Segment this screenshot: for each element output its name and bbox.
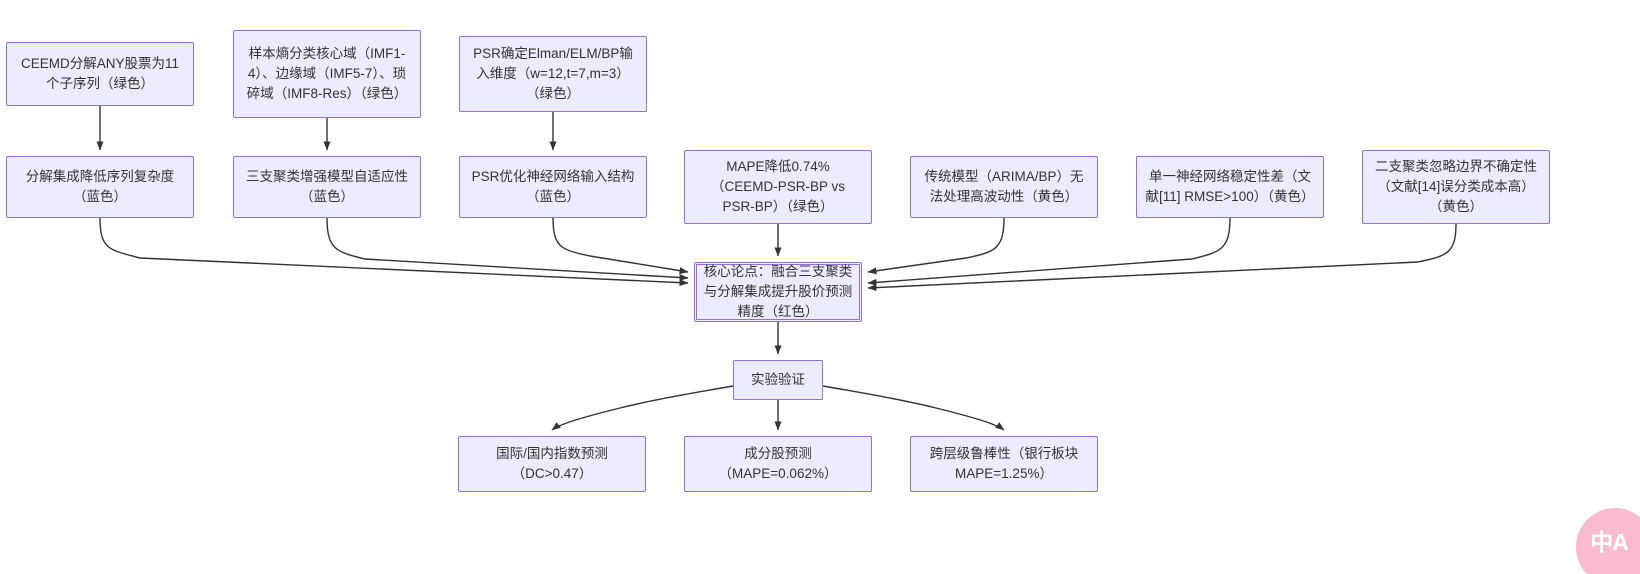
node-label: PSR优化神经网络输入结构（蓝色）	[471, 168, 635, 204]
edge-validation-to-robustness	[822, 385, 1005, 431]
node-experimental-validation[interactable]: 实验验证	[733, 360, 823, 400]
node-label: 成分股预测（MAPE=0.062%）	[718, 445, 838, 481]
node-label: 核心论点：融合三支聚类与分解集成提升股价预测精度（红色）	[703, 263, 853, 320]
edge-clustering-to-core	[326, 217, 689, 281]
node-label: 传统模型（ARIMA/BP）无法处理高波动性（黄色）	[924, 168, 1084, 204]
node-sample-entropy-classify[interactable]: 样本熵分类核心域（IMF1-4）、边缘域（IMF5-7）、琐碎域（IMF8-Re…	[233, 30, 421, 118]
node-label: MAPE降低0.74%（CEEMD-PSR-BP vs PSR-BP）（绿色）	[710, 158, 846, 215]
node-label: 二支聚类忽略边界不确定性（文献[14]误分类成本高）（黄色）	[1375, 158, 1537, 215]
node-label: CEEMD分解ANY股票为11个子序列（绿色）	[20, 55, 180, 91]
edge-validation-to-index	[551, 385, 734, 431]
node-label: 单一神经网络稳定性差（文献[11] RMSE>100）（黄色）	[1145, 168, 1315, 204]
watermark-badge: 中A	[1576, 508, 1640, 574]
node-psr-input-dimension[interactable]: PSR确定Elman/ELM/BP输入维度（w=12,t=7,m=3）（绿色）	[459, 36, 647, 112]
node-constituent-stock-forecast-result[interactable]: 成分股预测（MAPE=0.062%）	[684, 436, 872, 492]
node-label: 分解集成降低序列复杂度（蓝色）	[25, 168, 175, 204]
edge-psrinput-to-core	[552, 217, 689, 275]
edge-twoway-to-core	[867, 223, 1457, 292]
node-single-nn-instability[interactable]: 单一神经网络稳定性差（文献[11] RMSE>100）（黄色）	[1136, 156, 1324, 218]
node-label: 三支聚类增强模型自适应性（蓝色）	[246, 168, 408, 204]
node-mape-reduction-evidence[interactable]: MAPE降低0.74%（CEEMD-PSR-BP vs PSR-BP）（绿色）	[684, 150, 872, 224]
edge-singlenn-to-core	[867, 217, 1231, 286]
edge-decompose-to-core	[99, 217, 689, 287]
node-label: 样本熵分类核心域（IMF1-4）、边缘域（IMF5-7）、琐碎域（IMF8-Re…	[246, 45, 408, 102]
edge-traditional-to-core	[867, 217, 1005, 275]
node-ceemd-decompose[interactable]: CEEMD分解ANY股票为11个子序列（绿色）	[6, 42, 194, 106]
node-decompose-reduce-complexity[interactable]: 分解集成降低序列复杂度（蓝色）	[6, 156, 194, 218]
node-three-way-clustering-adaptive[interactable]: 三支聚类增强模型自适应性（蓝色）	[233, 156, 421, 218]
node-label: 国际/国内指数预测（DC>0.47）	[496, 445, 608, 481]
node-label: 实验验证	[751, 371, 805, 387]
node-cross-sector-robustness-result[interactable]: 跨层级鲁棒性（银行板块MAPE=1.25%）	[910, 436, 1098, 492]
node-label: 跨层级鲁棒性（银行板块MAPE=1.25%）	[929, 445, 1079, 481]
node-label: PSR确定Elman/ELM/BP输入维度（w=12,t=7,m=3）（绿色）	[473, 45, 633, 102]
watermark-text: 中A	[1590, 529, 1629, 556]
node-two-way-clustering-limitation[interactable]: 二支聚类忽略边界不确定性（文献[14]误分类成本高）（黄色）	[1362, 150, 1550, 224]
node-core-thesis[interactable]: 核心论点：融合三支聚类与分解集成提升股价预测精度（红色）	[694, 262, 862, 322]
node-traditional-model-limitation[interactable]: 传统模型（ARIMA/BP）无法处理高波动性（黄色）	[910, 156, 1098, 218]
node-index-forecast-result[interactable]: 国际/国内指数预测（DC>0.47）	[458, 436, 646, 492]
node-psr-optimize-nn-input[interactable]: PSR优化神经网络输入结构（蓝色）	[459, 156, 647, 218]
